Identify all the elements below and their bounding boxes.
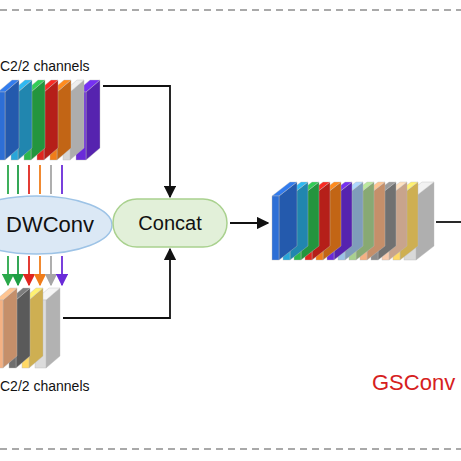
concat-box: Concat <box>112 198 228 248</box>
connector-line <box>28 165 30 194</box>
connector-line <box>63 249 170 318</box>
slab-side <box>70 80 84 160</box>
slab-top <box>272 182 297 196</box>
connector-line <box>39 165 41 194</box>
connector <box>8 165 62 194</box>
slab-side <box>29 288 43 368</box>
slab-top <box>0 80 19 92</box>
feature-map-stack <box>0 80 100 160</box>
slab-side <box>44 80 58 160</box>
slab-front <box>0 92 5 160</box>
connector <box>63 249 170 318</box>
slab-side <box>5 80 19 160</box>
channel-label: C2/2 channels <box>0 378 90 394</box>
slab-side <box>57 80 71 160</box>
feature-map-stack <box>0 288 60 368</box>
connector-line <box>50 256 52 285</box>
slab-side <box>46 288 60 368</box>
slab-front <box>272 196 279 260</box>
feature-map-block: C2/2 channels <box>0 78 102 164</box>
connector-line <box>61 256 63 285</box>
connector <box>103 86 170 197</box>
connector-line <box>17 165 19 194</box>
flow-arrows <box>230 222 461 223</box>
slab-side <box>31 80 45 160</box>
feature-map-stack <box>272 182 434 260</box>
flow-arrow <box>230 222 268 224</box>
module-title: GSConv <box>372 370 455 396</box>
connector-line <box>7 165 9 194</box>
ellipse-shape <box>0 196 112 254</box>
flow-line <box>436 221 461 223</box>
feature-maps <box>0 80 434 368</box>
connector-line <box>61 165 63 194</box>
dashed-border <box>0 9 461 10</box>
connector-line <box>103 86 170 197</box>
slab-side <box>86 80 100 160</box>
slab-side <box>3 288 17 368</box>
connector-line <box>50 165 52 194</box>
connector-line <box>7 256 9 285</box>
channel-label: C2/2 channels <box>0 58 90 74</box>
slab-top <box>0 288 17 300</box>
slab-side <box>16 288 30 368</box>
connector <box>8 256 62 285</box>
slab-front <box>0 300 3 368</box>
slab-side <box>18 80 32 160</box>
connector-line <box>39 256 41 285</box>
feature-map-block: C2/2 channels <box>0 286 62 370</box>
dashed-border <box>0 448 461 449</box>
connector-line <box>28 256 30 285</box>
dwconv-ellipse: DWConv <box>0 195 113 255</box>
rounded-shape <box>113 199 227 247</box>
operation-label: Concat <box>138 212 201 235</box>
operation-label: DWConv <box>6 212 94 237</box>
connector-line <box>17 256 19 285</box>
